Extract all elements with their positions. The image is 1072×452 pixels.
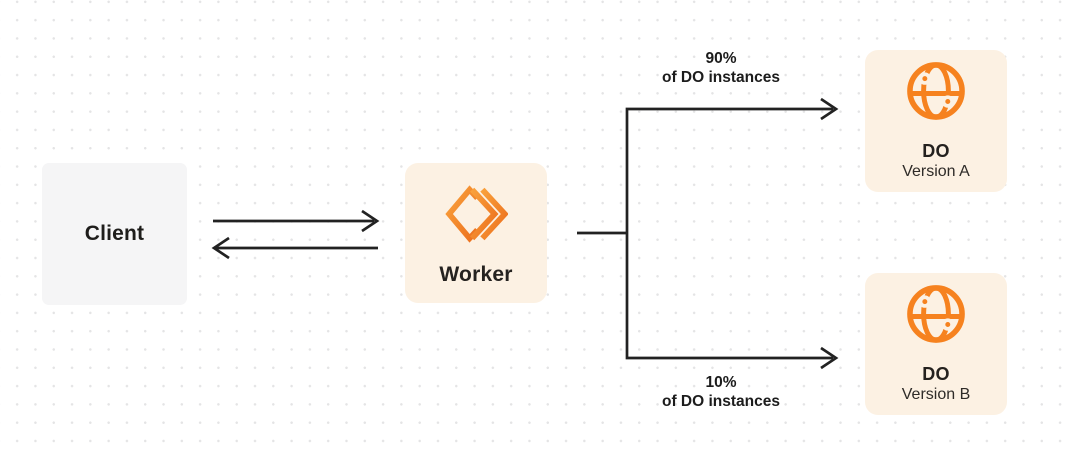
do-a-title: DO <box>922 141 950 161</box>
client-label: Client <box>84 222 145 245</box>
bottom-branch-percent: 10% <box>705 374 737 391</box>
worker-label: Worker <box>439 263 513 286</box>
worker-to-client-arrowhead <box>211 236 230 260</box>
durable-object-globe-icon <box>905 60 967 122</box>
bottom-branch-label: 10% of DO instances <box>620 373 822 411</box>
bottom-branch-caption: of DO instances <box>662 393 780 410</box>
do-b-subtitle: Version B <box>901 386 971 403</box>
top-branch-percent: 90% <box>705 50 737 67</box>
do-version-b-node: DO Version B <box>865 273 1007 415</box>
do-a-subtitle: Version A <box>902 163 970 180</box>
client-node: Client <box>42 163 187 305</box>
top-branch-caption: of DO instances <box>662 69 780 86</box>
durable-object-globe-icon <box>905 283 967 345</box>
top-branch-arrowhead <box>820 97 839 121</box>
bottom-branch-arrowhead <box>820 346 839 370</box>
cloudflare-workers-icon <box>444 182 508 246</box>
top-branch-label: 90% of DO instances <box>620 49 822 87</box>
do-b-title: DO <box>922 364 950 384</box>
split-branch-lines <box>625 107 833 360</box>
client-to-worker-arrowhead <box>361 209 380 233</box>
worker-node: Worker <box>405 163 547 303</box>
do-version-a-node: DO Version A <box>865 50 1007 192</box>
